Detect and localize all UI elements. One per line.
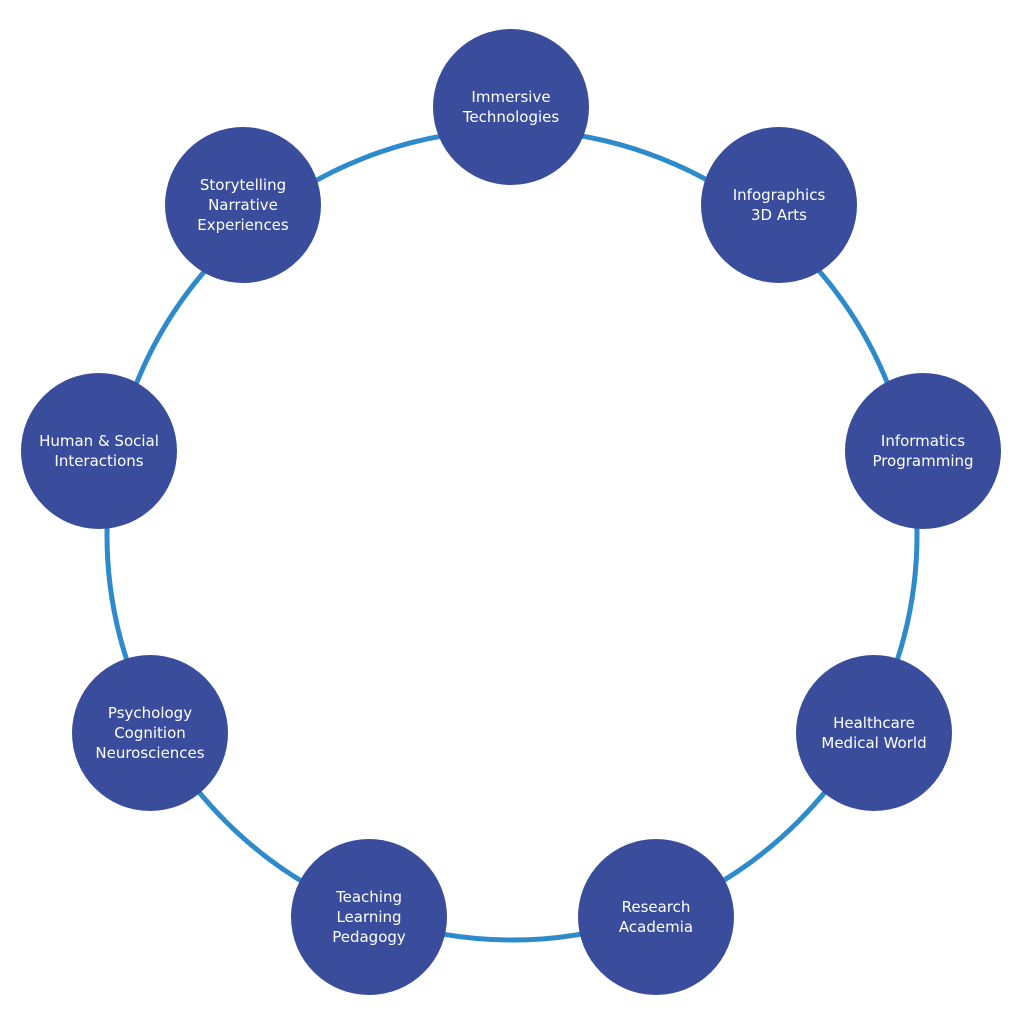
- node-label-line: Teaching: [336, 888, 402, 906]
- node-label-line: Learning: [336, 908, 402, 926]
- node-label-line: Interactions: [54, 452, 144, 470]
- node-label-line: Psychology: [107, 704, 193, 722]
- node-label-line: Research: [621, 898, 691, 916]
- node-label-line: Immersive: [471, 88, 551, 106]
- node-label-line: Programming: [872, 452, 974, 470]
- node-label-line: Narrative: [208, 196, 278, 214]
- node-label-line: Infographics: [732, 186, 826, 204]
- node-label-line: Pedagogy: [332, 928, 406, 946]
- node-label-line: Medical World: [821, 734, 927, 752]
- node-label-line: Human & Social: [39, 432, 159, 450]
- node-label-line: Technologies: [462, 108, 560, 126]
- node-label-line: Academia: [618, 918, 694, 936]
- node-label-line: Informatics: [880, 432, 966, 450]
- node-label-line: Experiences: [197, 216, 289, 234]
- node-label-line: Healthcare: [833, 714, 915, 732]
- node-infographics-3d-arts: Infographics 3D Arts: [701, 127, 857, 283]
- node-label-line: Cognition: [114, 724, 186, 742]
- node-label-line: Storytelling: [199, 176, 287, 194]
- node-label-line: 3D Arts: [751, 206, 807, 224]
- node-label-line: Neurosciences: [95, 744, 205, 762]
